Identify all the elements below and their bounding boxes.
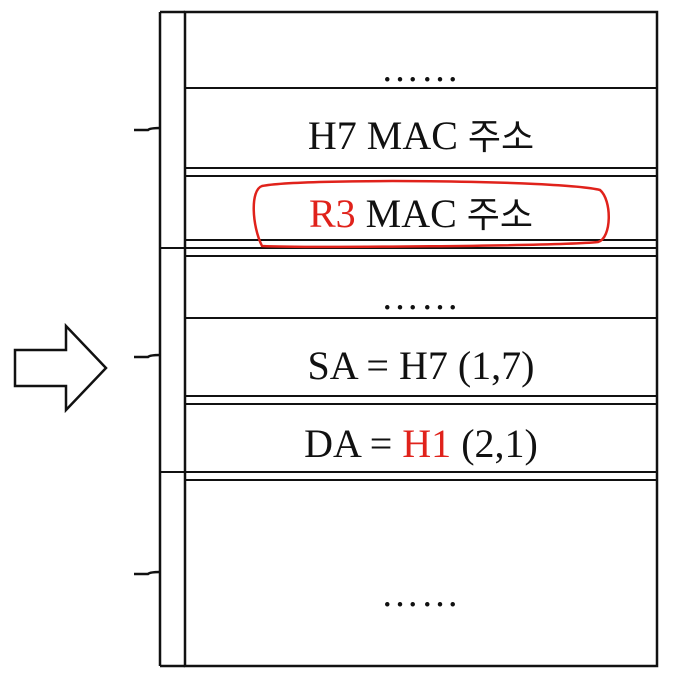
row2-suffix: 주소: [467, 117, 535, 158]
row3-label: MAC: [365, 191, 457, 236]
stack-row-7: ……: [381, 573, 461, 615]
stack-row-6: DA = H1 (2,1): [185, 424, 657, 464]
right-arrow-icon: [13, 322, 108, 414]
stack-row-3: R3 MAC 주소: [185, 194, 657, 234]
row6-left: DA =: [304, 421, 403, 466]
row6-right: (2,1): [451, 421, 538, 466]
row-dividers: [160, 87, 657, 481]
stack-row-4: ……: [381, 276, 461, 318]
stack-row-1: ……: [381, 48, 461, 90]
row2-label: MAC: [366, 113, 458, 158]
stack-row-5: SA = H7 (1,7): [307, 343, 535, 388]
highlight-circle: [252, 179, 610, 249]
row2-prefix: H7: [307, 113, 357, 158]
stack-outer-border: [183, 10, 659, 668]
stack-row-2: H7 MAC 주소: [185, 116, 657, 156]
row3-suffix: 주소: [466, 195, 534, 236]
row6-highlight: H1: [402, 421, 452, 466]
left-brace-icon: [134, 126, 161, 576]
row3-prefix: R3: [308, 191, 356, 236]
